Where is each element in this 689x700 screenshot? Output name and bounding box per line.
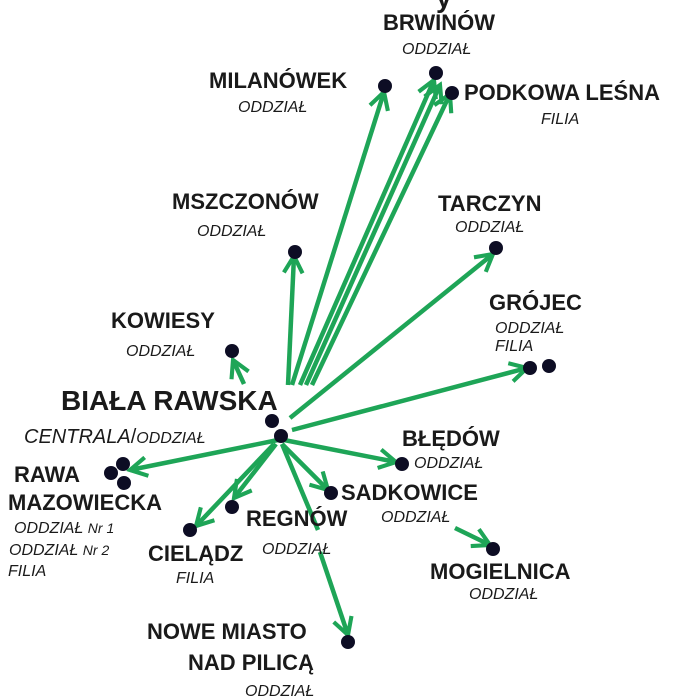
milanowek-dot <box>378 79 392 93</box>
mogielnica-name: MOGIELNICA <box>430 559 571 584</box>
rawa-type-1-nr: Nr 1 <box>87 520 115 536</box>
grojec-name: GRÓJEC <box>489 290 582 315</box>
bledow-name: BŁĘDÓW <box>402 426 500 451</box>
mszczonow-type: ODDZIAŁ <box>197 223 267 240</box>
hub-name: BIAŁA RAWSKA <box>61 385 278 416</box>
route-arrow-mszczonow <box>288 256 294 386</box>
tarczyn-type: ODDZIAŁ <box>455 219 525 236</box>
route-arrow-bledow <box>283 437 396 462</box>
route-arrow-podkowa <box>309 94 450 386</box>
partial-header-letter: y <box>436 0 452 12</box>
route-arrow-grojec <box>291 368 527 433</box>
route-arrow-brwinow-2 <box>303 85 440 386</box>
hub-type-separator: / <box>130 426 137 448</box>
cieladz-type: FILIA <box>176 570 215 587</box>
route-arrow-sadkowice <box>280 442 328 490</box>
regnow-type: ODDZIAŁ <box>262 541 332 558</box>
rawa-dot-3 <box>117 476 131 490</box>
rawa-name-1: RAWA <box>14 462 80 487</box>
bledow-dot <box>395 457 409 471</box>
hub-dot <box>274 429 288 443</box>
regnow-name: REGNÓW <box>246 506 348 531</box>
nowe-miasto-dot <box>341 635 355 649</box>
tarczyn-name: TARCZYN <box>438 191 542 216</box>
mogielnica-dot <box>486 542 500 556</box>
hub-type-oddzial: ODDZIAŁ <box>136 430 206 447</box>
hub-type: CENTRALA/ODDZIAŁ <box>24 427 206 447</box>
podkowa-type: FILIA <box>541 111 580 128</box>
rawa-name-2: MAZOWIECKA <box>8 490 162 515</box>
route-arrow-regnow <box>234 442 278 498</box>
kowiesy-dot <box>225 344 239 358</box>
route-arrow-kowiesy <box>233 360 244 385</box>
cieladz-dot <box>183 523 197 537</box>
podkowa-dot <box>445 86 459 100</box>
brwinow-type: ODDZIAŁ <box>402 41 472 58</box>
hub-type-centrala: CENTRALA <box>24 426 131 448</box>
hub-dot-2 <box>265 414 279 428</box>
brwinow-name: BRWINÓW <box>383 10 496 35</box>
branch-dots <box>104 66 556 649</box>
mszczonow-dot <box>288 245 302 259</box>
route-arrow-rawa <box>130 437 279 470</box>
sadkowice-type: ODDZIAŁ <box>381 509 451 526</box>
cieladz-name: CIELĄDZ <box>148 541 244 566</box>
tarczyn-dot <box>489 241 503 255</box>
bledow-type: ODDZIAŁ <box>414 455 484 472</box>
nowe-miasto-type: ODDZIAŁ <box>245 683 315 700</box>
rawa-type-2-nr: Nr 2 <box>82 542 110 558</box>
route-arrows <box>130 80 527 635</box>
sadkowice-name: SADKOWICE <box>341 480 478 505</box>
rawa-dot-2 <box>104 466 118 480</box>
route-arrow-nowe-miasto-segment <box>279 443 321 531</box>
route-arrow-brwinow <box>297 80 434 386</box>
rawa-type-2-label: ODDZIAŁ <box>9 542 79 559</box>
sadkowice-dot <box>324 486 338 500</box>
rawa-type-1-label: ODDZIAŁ <box>14 520 84 537</box>
rawa-type-3: FILIA <box>8 563 47 580</box>
mszczonow-name: MSZCZONÓW <box>172 189 319 214</box>
nowe-miasto-name-2: NAD PILICĄ <box>188 650 314 675</box>
brwinow-dot <box>429 66 443 80</box>
route-arrow-mogielnica <box>454 525 490 545</box>
route-arrow-nowe-miasto <box>317 551 348 635</box>
grojec-dot-1 <box>523 361 537 375</box>
grojec-type-2: FILIA <box>495 338 534 355</box>
rawa-type-2: ODDZIAŁ Nr 2 <box>9 543 109 559</box>
route-arrow-milanowek <box>289 92 384 386</box>
grojec-dot-2 <box>542 359 556 373</box>
milanowek-type: ODDZIAŁ <box>238 99 308 116</box>
route-arrow-tarczyn <box>288 254 493 420</box>
nowe-miasto-name-1: NOWE MIASTO <box>147 619 307 644</box>
rawa-dot-1 <box>116 457 130 471</box>
route-arrow-cieladz <box>196 442 276 526</box>
kowiesy-name: KOWIESY <box>111 308 215 333</box>
mogielnica-type: ODDZIAŁ <box>469 586 539 603</box>
grojec-type-1: ODDZIAŁ <box>495 320 565 337</box>
kowiesy-type: ODDZIAŁ <box>126 343 196 360</box>
regnow-dot <box>225 500 239 514</box>
podkowa-name: PODKOWA LEŚNA <box>464 80 660 105</box>
rawa-type-1: ODDZIAŁ Nr 1 <box>14 521 114 537</box>
milanowek-name: MILANÓWEK <box>209 68 348 93</box>
